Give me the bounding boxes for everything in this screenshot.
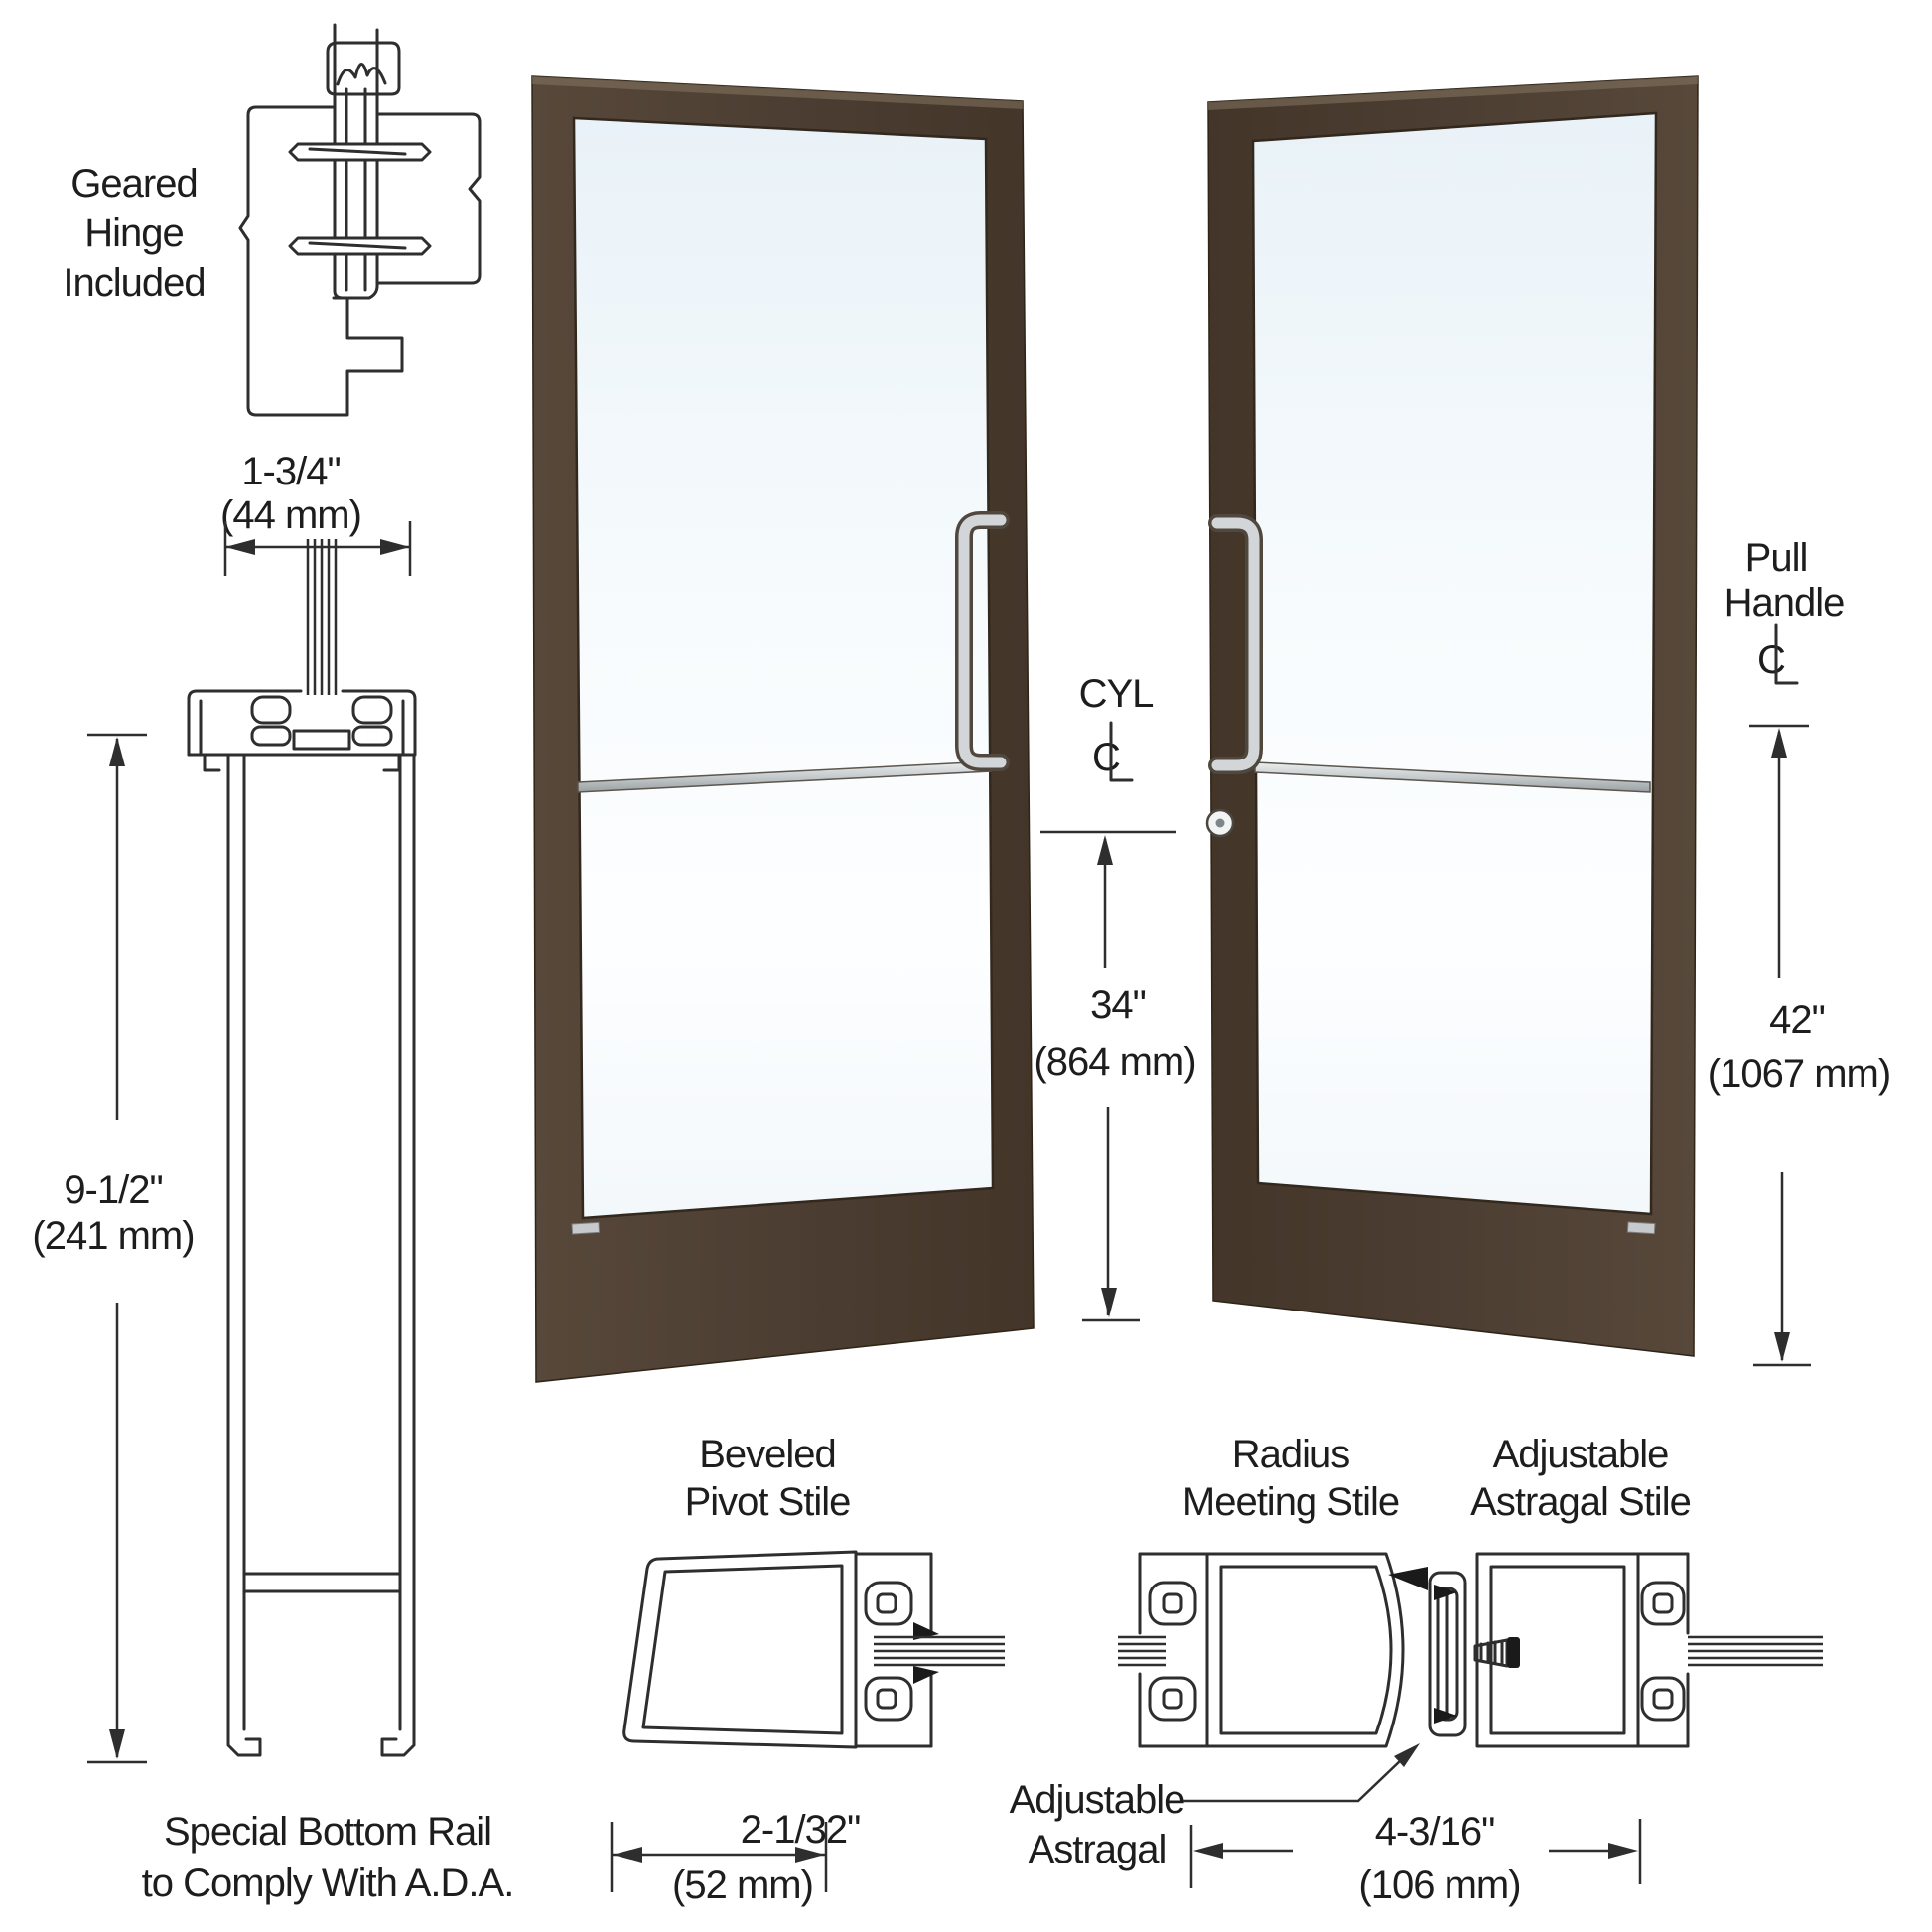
svg-text:C: C bbox=[1757, 638, 1785, 682]
left-door-brand-label bbox=[571, 1221, 601, 1235]
geared-hinge-detail: Geared Hinge Included bbox=[63, 23, 482, 417]
rail-height-inches: 9-1/2" bbox=[64, 1169, 162, 1212]
stile-width-dimension bbox=[223, 521, 412, 576]
astragal-width-metric: (106 mm) bbox=[1358, 1863, 1520, 1907]
cylinder-lock bbox=[1205, 808, 1235, 838]
ada-note-line1: Special Bottom Rail bbox=[164, 1810, 491, 1854]
meeting-stile-clamp bbox=[1138, 1552, 1209, 1748]
hinge-channel bbox=[333, 23, 379, 300]
hinge-jamb-right-outline bbox=[377, 112, 482, 285]
adjustable-astragal-strip bbox=[1428, 1571, 1467, 1737]
stile-top-profile bbox=[187, 689, 417, 772]
radius-stile-label-line2: Meeting Stile bbox=[1182, 1480, 1399, 1524]
hinge-jamb-left-outline bbox=[238, 105, 404, 417]
stile-elevation: 1-3/4" (44 mm) bbox=[32, 450, 514, 1905]
pull-handle-label-line2: Handle bbox=[1725, 581, 1845, 624]
left-door-pull-handle bbox=[958, 514, 1007, 768]
geared-hinge-label-line3: Included bbox=[63, 261, 205, 305]
meeting-stile-glass-left bbox=[1118, 1635, 1166, 1667]
svg-text:C: C bbox=[1092, 736, 1120, 779]
cyl-height-dimension bbox=[1040, 830, 1176, 1322]
right-door-glass bbox=[1251, 111, 1658, 1216]
right-door-push-bar bbox=[1254, 761, 1651, 793]
cyl-height-metric: (864 mm) bbox=[1034, 1040, 1195, 1084]
ada-note-line2: to Comply With A.D.A. bbox=[142, 1862, 514, 1905]
cyl-centerline-symbol: C bbox=[1092, 721, 1134, 782]
pull-height-inches: 42" bbox=[1769, 998, 1825, 1041]
astragal-stile-glass-right bbox=[1688, 1635, 1823, 1667]
geared-hinge-label-line2: Hinge bbox=[84, 211, 184, 255]
astragal-callout-line2: Astragal bbox=[1029, 1828, 1167, 1871]
beveled-stile-label-line1: Beveled bbox=[699, 1433, 836, 1476]
cyl-annotation: CYL C 34" (864 mm) bbox=[1034, 672, 1197, 1322]
right-door-top-bevel bbox=[1208, 76, 1698, 110]
pull-centerline-symbol: C bbox=[1757, 623, 1799, 685]
beveled-width-metric: (52 mm) bbox=[672, 1863, 813, 1907]
stile-width-metric: (44 mm) bbox=[220, 493, 361, 537]
astragal-width-dimension bbox=[1189, 1819, 1642, 1888]
astragal-stile-label-line1: Adjustable bbox=[1493, 1433, 1669, 1476]
stile-body bbox=[226, 755, 416, 1757]
cyl-height-inches: 34" bbox=[1090, 983, 1146, 1027]
pull-height-dimension bbox=[1749, 724, 1811, 1367]
astragal-width-inches: 4-3/16" bbox=[1375, 1810, 1495, 1854]
beveled-pivot-stile-section: Beveled Pivot Stile bbox=[610, 1433, 1005, 1907]
astragal-stile-label-line2: Astragal Stile bbox=[1470, 1480, 1691, 1524]
right-door-brand-label bbox=[1626, 1221, 1656, 1235]
rail-height-metric: (241 mm) bbox=[32, 1214, 194, 1258]
beveled-stile-clamp bbox=[854, 1552, 939, 1748]
pull-handle-label-line1: Pull bbox=[1745, 536, 1808, 580]
astragal-screw bbox=[1473, 1637, 1520, 1668]
beveled-width-inches: 2-1/32" bbox=[741, 1808, 861, 1852]
left-door bbox=[531, 75, 1035, 1383]
radius-meeting-stile-outline bbox=[1205, 1552, 1405, 1748]
right-door bbox=[1205, 75, 1699, 1357]
glass-stack-lines bbox=[306, 539, 338, 695]
beveled-stile-label-line2: Pivot Stile bbox=[685, 1480, 851, 1524]
stile-width-inches: 1-3/4" bbox=[241, 450, 340, 493]
astragal-seal-top bbox=[1388, 1567, 1428, 1590]
radius-stile-label-line1: Radius bbox=[1232, 1433, 1350, 1476]
hinge-gear-cap bbox=[326, 41, 401, 96]
beveled-width-dimension bbox=[610, 1822, 828, 1892]
astragal-callout-line1: Adjustable bbox=[1010, 1778, 1185, 1822]
beveled-stile-glass bbox=[874, 1635, 1005, 1667]
left-door-glass bbox=[572, 116, 995, 1220]
meeting-astragal-sections: Radius Meeting Stile Adjustable Astragal… bbox=[1010, 1433, 1823, 1907]
right-door-pull-handle bbox=[1211, 517, 1260, 771]
beveled-stile-outline bbox=[622, 1550, 858, 1749]
astragal-stile-clamp bbox=[1636, 1552, 1690, 1748]
pull-handle-annotation: Pull Handle C 42" (1067 mm) bbox=[1708, 536, 1891, 1367]
geared-hinge-label-line1: Geared bbox=[70, 162, 197, 206]
pull-height-metric: (1067 mm) bbox=[1708, 1052, 1890, 1096]
astragal-callout-leader bbox=[1183, 1743, 1420, 1803]
cyl-label: CYL bbox=[1079, 672, 1154, 716]
rail-height-dimension bbox=[87, 733, 147, 1764]
left-door-top-bevel bbox=[532, 76, 1023, 109]
